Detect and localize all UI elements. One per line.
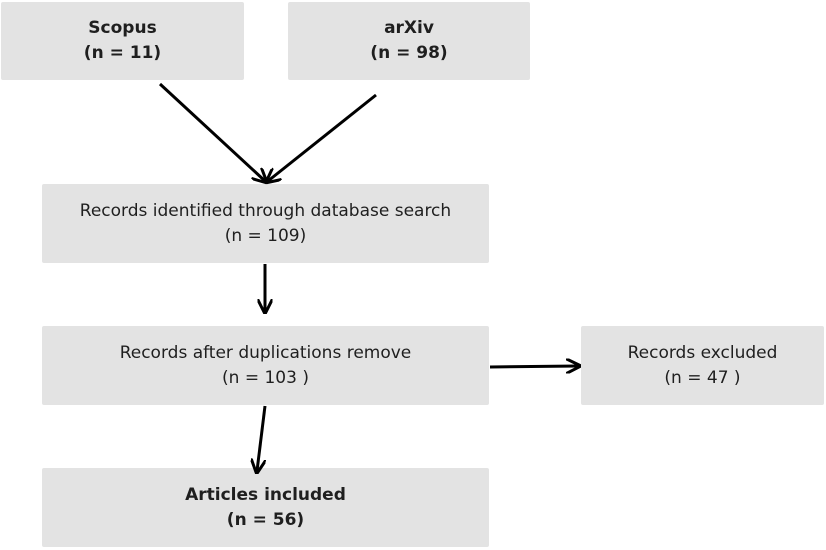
records-excluded-count: (n = 47 ) <box>664 367 741 388</box>
arrow-arxiv-to-identified <box>268 93 377 181</box>
arxiv-source-box: arXiv (n = 98) <box>288 2 530 80</box>
scopus-count: (n = 11) <box>83 43 162 63</box>
records-excluded-box: Records excluded (n = 47 ) <box>581 326 824 405</box>
records-after-dedup-count: (n = 103 ) <box>222 367 309 388</box>
arrow-after-dedup-to-excluded <box>489 366 578 367</box>
records-identified-title: Records identified through database sear… <box>79 200 452 221</box>
scopus-title: Scopus <box>88 18 157 39</box>
records-excluded-title: Records excluded <box>627 342 778 363</box>
articles-included-title: Articles included <box>185 484 346 505</box>
records-after-dedup-box: Records after duplications remove (n = 1… <box>42 326 489 405</box>
arrow-scopus-to-identified <box>158 82 265 181</box>
arxiv-title: arXiv <box>384 18 434 39</box>
records-identified-count: (n = 109) <box>224 225 307 246</box>
records-after-dedup-title: Records after duplications remove <box>119 342 412 363</box>
articles-included-count: (n = 56) <box>226 509 305 530</box>
arrow-after-dedup-to-included <box>257 405 267 471</box>
arxiv-count: (n = 98) <box>370 43 448 63</box>
articles-included-box: Articles included (n = 56) <box>42 468 489 547</box>
scopus-source-box: Scopus (n = 11) <box>1 2 244 80</box>
records-identified-box: Records identified through database sear… <box>42 184 489 263</box>
